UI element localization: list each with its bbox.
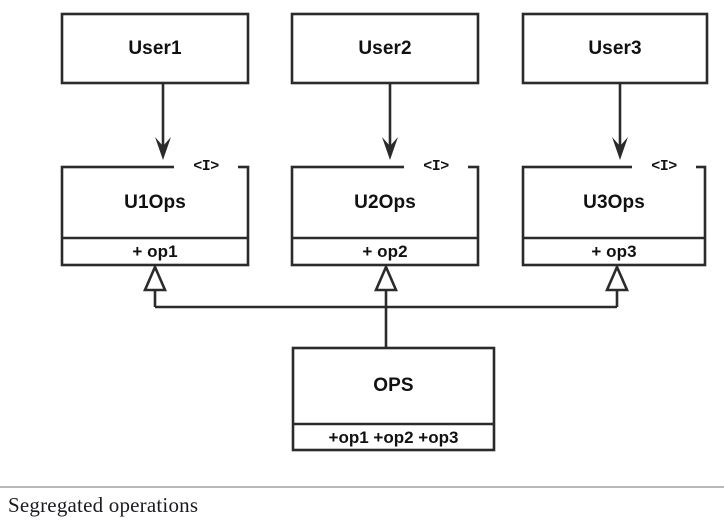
actor-label-user1: User1 — [128, 38, 182, 59]
interface-box-u2ops — [290, 165, 480, 267]
dependency-arrow-user2-u2ops — [382, 83, 398, 160]
interface-box-u1ops — [60, 165, 250, 267]
uml-class-diagram: User1 User2 User3 <I> <I> <I> U1Ops U2Op… — [60, 12, 709, 452]
realization-arrowhead-u2ops — [374, 263, 398, 292]
actor-label-user2: User2 — [358, 38, 412, 59]
interface-label-u1ops: U1Ops — [124, 192, 186, 213]
interface-operation-u2ops: + op2 — [362, 242, 408, 261]
implementation-box-ops — [291, 346, 496, 452]
realization-arrowhead-u3ops — [605, 263, 629, 292]
diagram-canvas — [60, 12, 709, 452]
actor-label-user3: User3 — [588, 38, 642, 59]
actor-box-user3 — [521, 12, 709, 85]
interface-label-u3ops: U3Ops — [583, 192, 645, 213]
actor-box-user1 — [60, 12, 250, 85]
realization-arrowhead-u1ops — [143, 263, 167, 292]
implementation-label-ops: OPS — [373, 375, 414, 396]
interface-box-u3ops — [521, 165, 707, 267]
stereotype-label-u3ops: <I> — [632, 159, 696, 174]
dependency-arrow-user3-u3ops — [612, 83, 628, 160]
interface-label-u2ops: U2Ops — [354, 192, 416, 213]
realization-connector-bus — [153, 289, 619, 348]
interface-operation-u3ops: + op3 — [591, 242, 637, 261]
stereotype-label-u2ops: <I> — [404, 159, 468, 174]
implementation-operations-ops: +op1 +op2 +op3 — [328, 428, 459, 447]
dependency-arrow-user1-u1ops — [155, 83, 171, 160]
caption-divider — [0, 486, 724, 488]
figure-caption: Segregated operations — [8, 493, 199, 517]
stereotype-label-u1ops: <I> — [174, 159, 238, 174]
interface-operation-u1ops: + op1 — [132, 242, 178, 261]
actor-box-user2 — [290, 12, 480, 85]
